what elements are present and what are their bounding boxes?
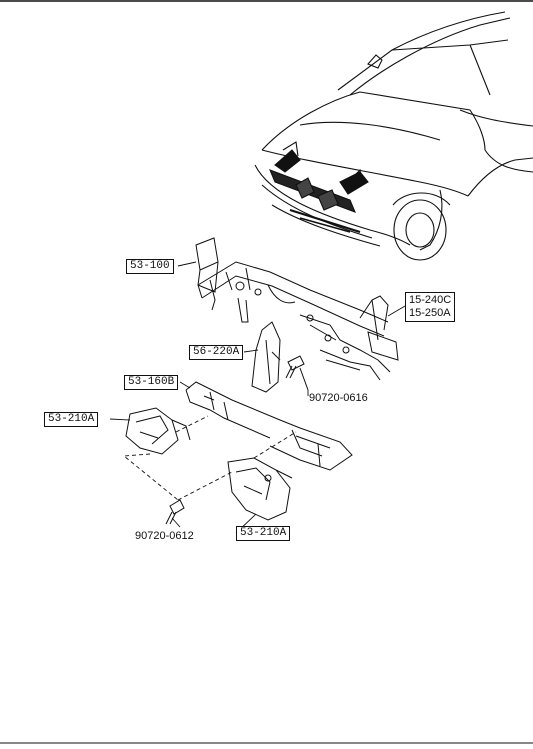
bolt-upper-part <box>285 355 309 391</box>
callout-15-240c-15-250a: 15-240C 15-250A <box>405 292 456 322</box>
alignment-lines <box>122 415 297 501</box>
callout-15-250a: 15-250A <box>409 307 451 319</box>
radiator-frame-part <box>195 237 399 381</box>
callout-53-160b: 53-160B <box>124 375 179 390</box>
leader-lines <box>109 261 406 534</box>
callout-90720-0612: 90720-0612 <box>135 530 194 542</box>
bracket-upper-part <box>125 407 191 455</box>
bolt-lower-part <box>165 499 185 525</box>
bracket-lower-part <box>227 457 293 521</box>
callout-90720-0616: 90720-0616 <box>309 392 368 404</box>
crossmember-part <box>185 381 353 471</box>
callout-53-210a-upper: 53-210A <box>44 412 99 427</box>
callout-15-240c: 15-240C <box>409 294 452 306</box>
callout-53-210a-lower: 53-210A <box>236 526 291 541</box>
callout-53-100: 53-100 <box>126 259 174 274</box>
reinforcement-part <box>251 321 281 393</box>
car-illustration <box>254 11 533 261</box>
callout-56-220a: 56-220A <box>189 345 244 360</box>
